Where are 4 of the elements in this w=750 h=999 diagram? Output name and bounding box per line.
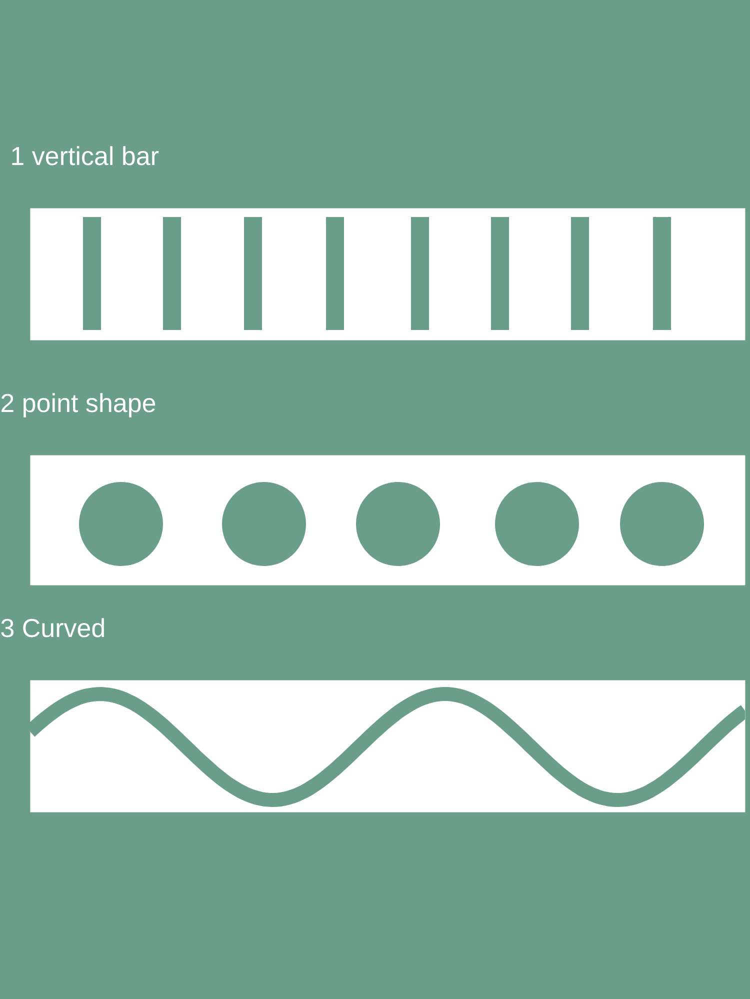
pattern-panel: 3 Curved [1,618,746,812]
node-label: 2 point shape [2,393,156,418]
node-label: 1 vertical bar [12,146,159,166]
node-label: 3 Curved [1,618,104,638]
